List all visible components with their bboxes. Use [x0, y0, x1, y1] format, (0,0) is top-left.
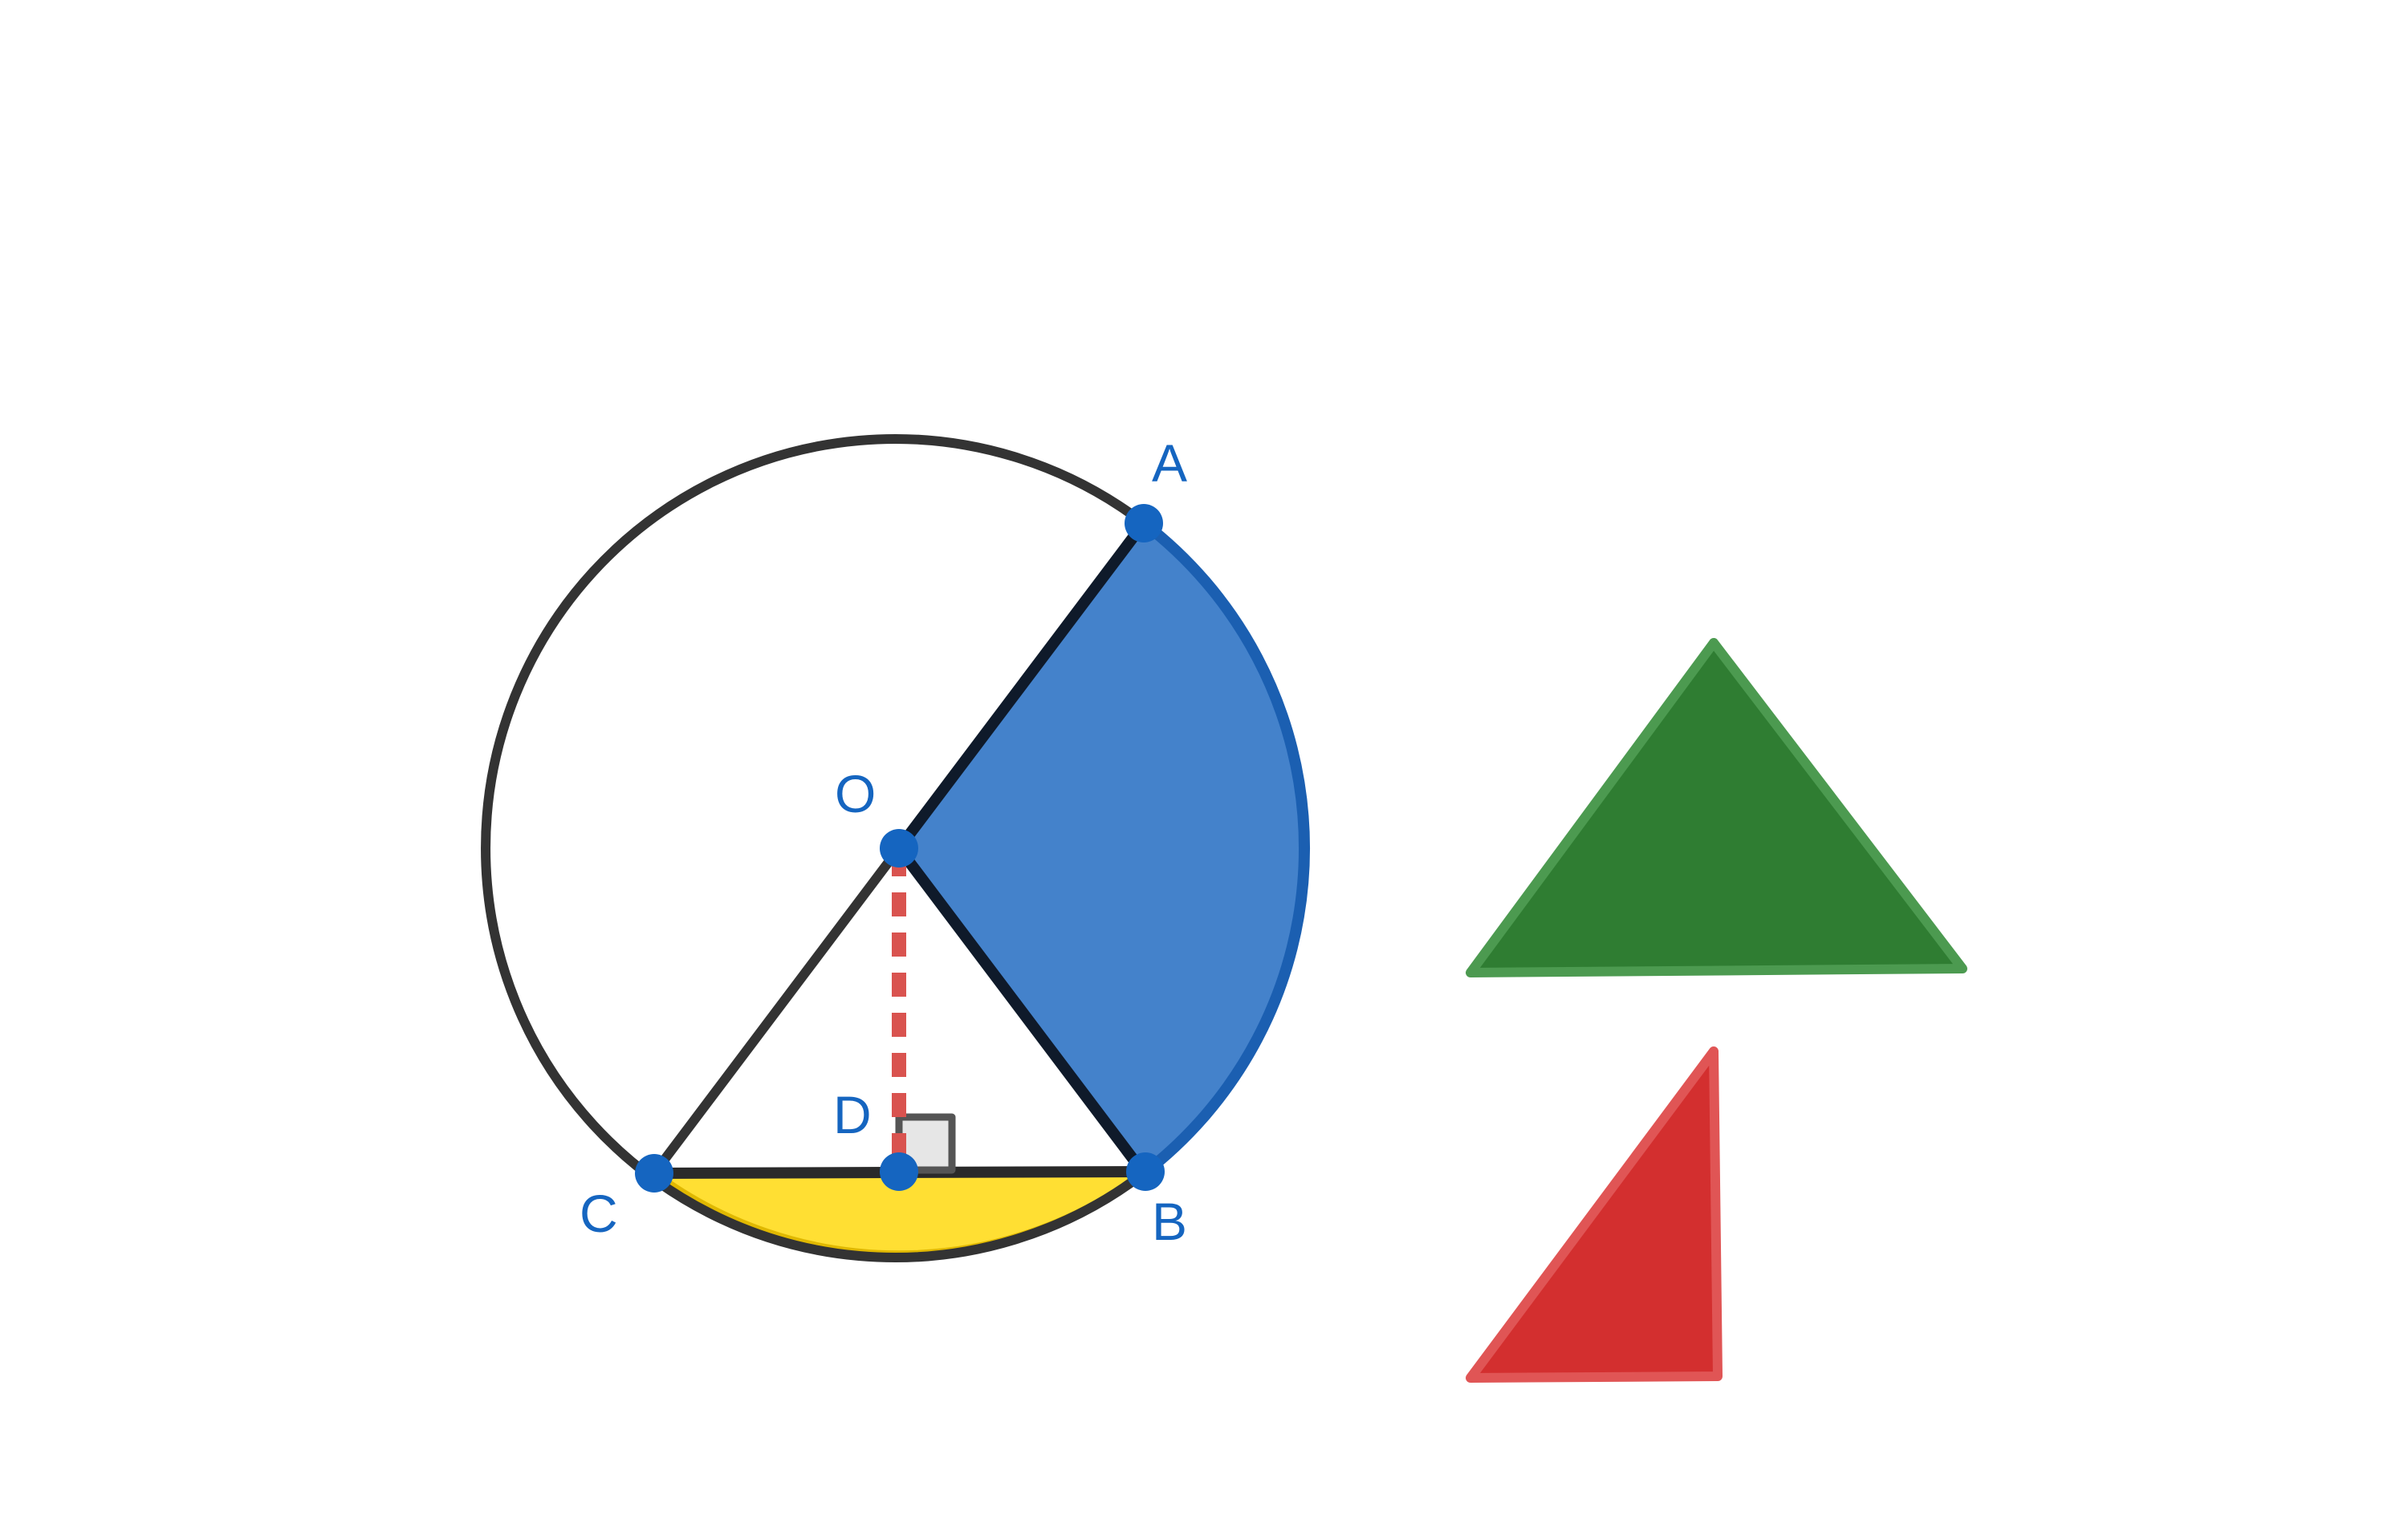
segment-ob [893, 843, 1149, 1179]
label-c: C [580, 1184, 618, 1243]
green-triangle[interactable] [1466, 638, 1967, 977]
point-d[interactable] [880, 1152, 918, 1191]
label-a: A [1152, 433, 1187, 493]
segment-oa [893, 518, 1149, 854]
sector-aob [899, 523, 1305, 1173]
point-b[interactable] [1126, 1152, 1165, 1191]
circle-major-arc [481, 434, 1147, 1262]
point-o[interactable] [880, 829, 918, 868]
segment-oc [649, 843, 904, 1178]
red-triangle[interactable] [1466, 1046, 1723, 1383]
label-b: B [1152, 1192, 1187, 1251]
arc-ab [1140, 518, 1311, 1178]
point-a[interactable] [1125, 504, 1163, 542]
label-o: O [835, 764, 876, 823]
label-d: D [833, 1085, 872, 1144]
point-c[interactable] [635, 1154, 673, 1193]
